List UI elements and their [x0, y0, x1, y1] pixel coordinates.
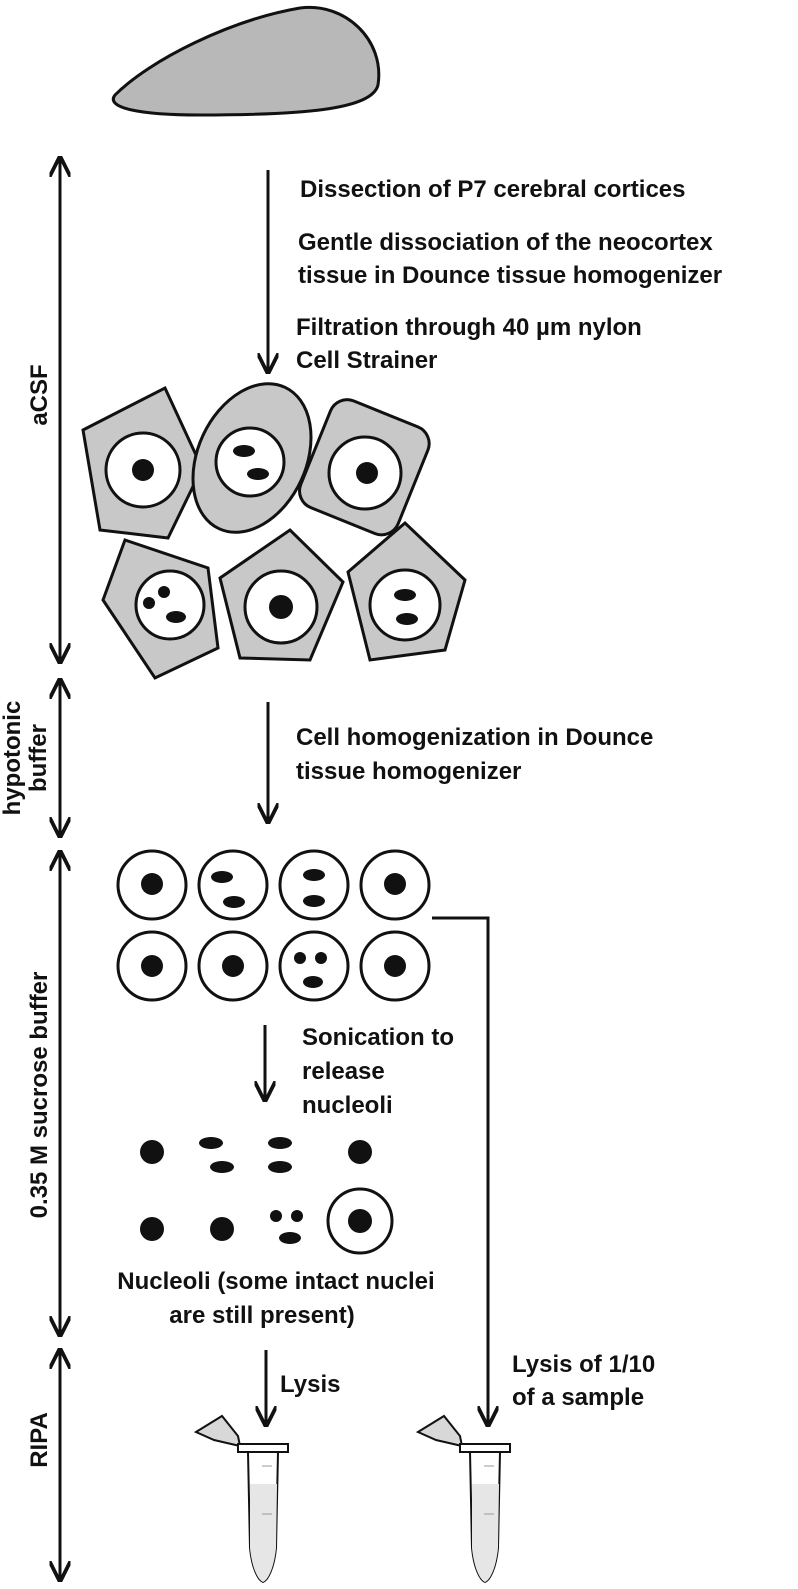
nucleus: [278, 849, 350, 921]
nucleus: [359, 849, 431, 921]
step-homogenization-line2: tissue homogenizer: [296, 758, 521, 785]
tissue-blob: [111, 5, 381, 117]
cell: [218, 528, 345, 662]
step-sonication-line2: release: [302, 1058, 385, 1085]
step-sonication-line1: Sonication to: [302, 1024, 454, 1051]
intact-nucleus: [326, 1187, 394, 1255]
buffer-label-sucrose: 0.35 M sucrose buffer: [26, 972, 53, 1219]
cell: [346, 520, 467, 662]
nucleolus: [291, 1210, 303, 1222]
step-dissociation-line1: Gentle dissociation of the neocortex: [298, 229, 713, 256]
buffer-label-hypotonic-line2: buffer: [25, 724, 52, 792]
nucleolus: [199, 1137, 223, 1149]
nucleolus: [210, 1217, 234, 1241]
nucleolus: [140, 1140, 164, 1164]
step-filtration-line1: Filtration through 40 µm nylon: [296, 314, 642, 341]
cells-group: [81, 382, 467, 680]
nuclei-group: [116, 849, 431, 1002]
nucleoli-group: [140, 1137, 394, 1255]
step-dissociation-line2: tissue in Dounce tissue homogenizer: [298, 262, 722, 289]
buffer-label-hypotonic-line1: hypotonic: [0, 701, 26, 816]
nucleus: [359, 930, 431, 1002]
tube-sample-lysate: [415, 1414, 511, 1584]
cell: [191, 382, 313, 534]
step-homogenization-line1: Cell homogenization in Dounce: [296, 724, 653, 751]
cell: [81, 385, 204, 540]
nucleus: [197, 930, 269, 1002]
nucleus: [116, 930, 188, 1002]
buffer-label-ripa: RIPA: [26, 1412, 53, 1468]
nucleolus: [268, 1137, 292, 1149]
step-dissection: Dissection of P7 cerebral cortices: [300, 176, 686, 203]
buffer-label-acsf: aCSF: [26, 364, 53, 425]
nucleolus: [268, 1161, 292, 1173]
nucleolus: [140, 1217, 164, 1241]
nucleus: [116, 849, 188, 921]
nucleolus: [210, 1161, 234, 1173]
nucleolus: [348, 1140, 372, 1164]
cell: [298, 398, 431, 537]
step-lysis-sample-line2: of a sample: [512, 1384, 644, 1411]
step-lysis: Lysis: [280, 1371, 340, 1398]
nucleus: [278, 930, 350, 1002]
step-nucleoli-line1: Nucleoli (some intact nuclei: [117, 1268, 434, 1295]
nucleus: [197, 849, 269, 921]
cell: [101, 538, 220, 680]
step-lysis-sample-line1: Lysis of 1/10: [512, 1351, 655, 1378]
step-filtration-line2: Cell Strainer: [296, 347, 437, 374]
step-nucleoli-line2: are still present): [169, 1302, 354, 1329]
step-sonication-line3: nucleoli: [302, 1092, 393, 1119]
nucleolus: [279, 1232, 301, 1244]
nucleolus: [270, 1210, 282, 1222]
arrow-sample-branch: [432, 916, 488, 1425]
tube-nucleoli-lysate: [193, 1414, 289, 1584]
